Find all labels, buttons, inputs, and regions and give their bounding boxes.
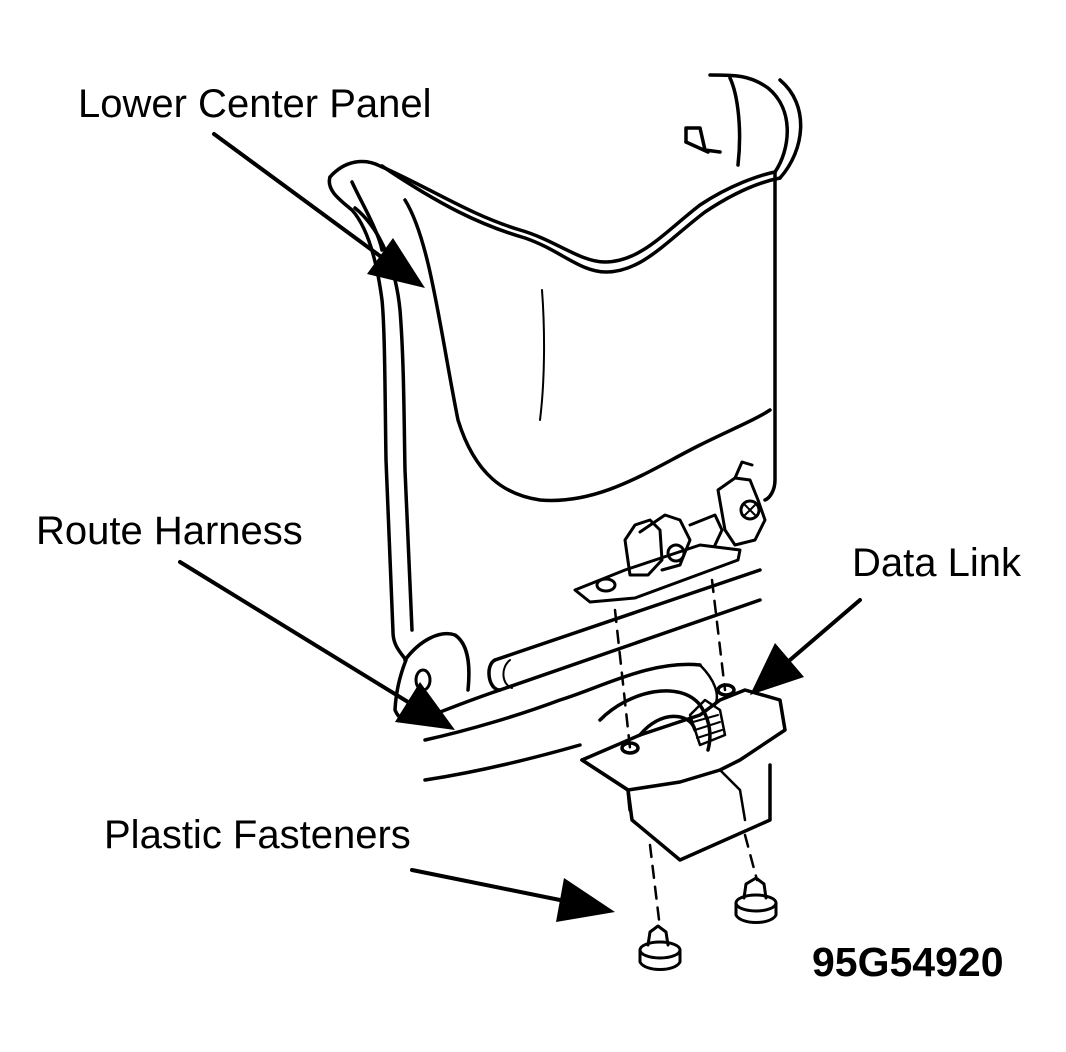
figure-code: 95G54920: [812, 939, 1004, 985]
label-plastic-fasteners: Plastic Fasteners: [104, 813, 411, 857]
arrow-lower-center-panel: [212, 132, 425, 288]
plastic-fastener-right: [734, 876, 778, 924]
arrow-route-harness: [178, 560, 455, 730]
label-route-harness: Route Harness: [36, 509, 303, 553]
lower-center-panel: [327, 73, 803, 724]
arrow-plastic-fasteners: [410, 868, 615, 922]
plastic-fastener-left: [638, 924, 682, 971]
latch-mechanism: [573, 460, 767, 604]
label-data-link: Data Link: [852, 541, 1021, 585]
alignment-lines: [613, 578, 759, 930]
data-link-connector: [580, 663, 787, 862]
arrow-data-link: [750, 598, 862, 695]
label-lower-center-panel: Lower Center Panel: [78, 82, 432, 126]
